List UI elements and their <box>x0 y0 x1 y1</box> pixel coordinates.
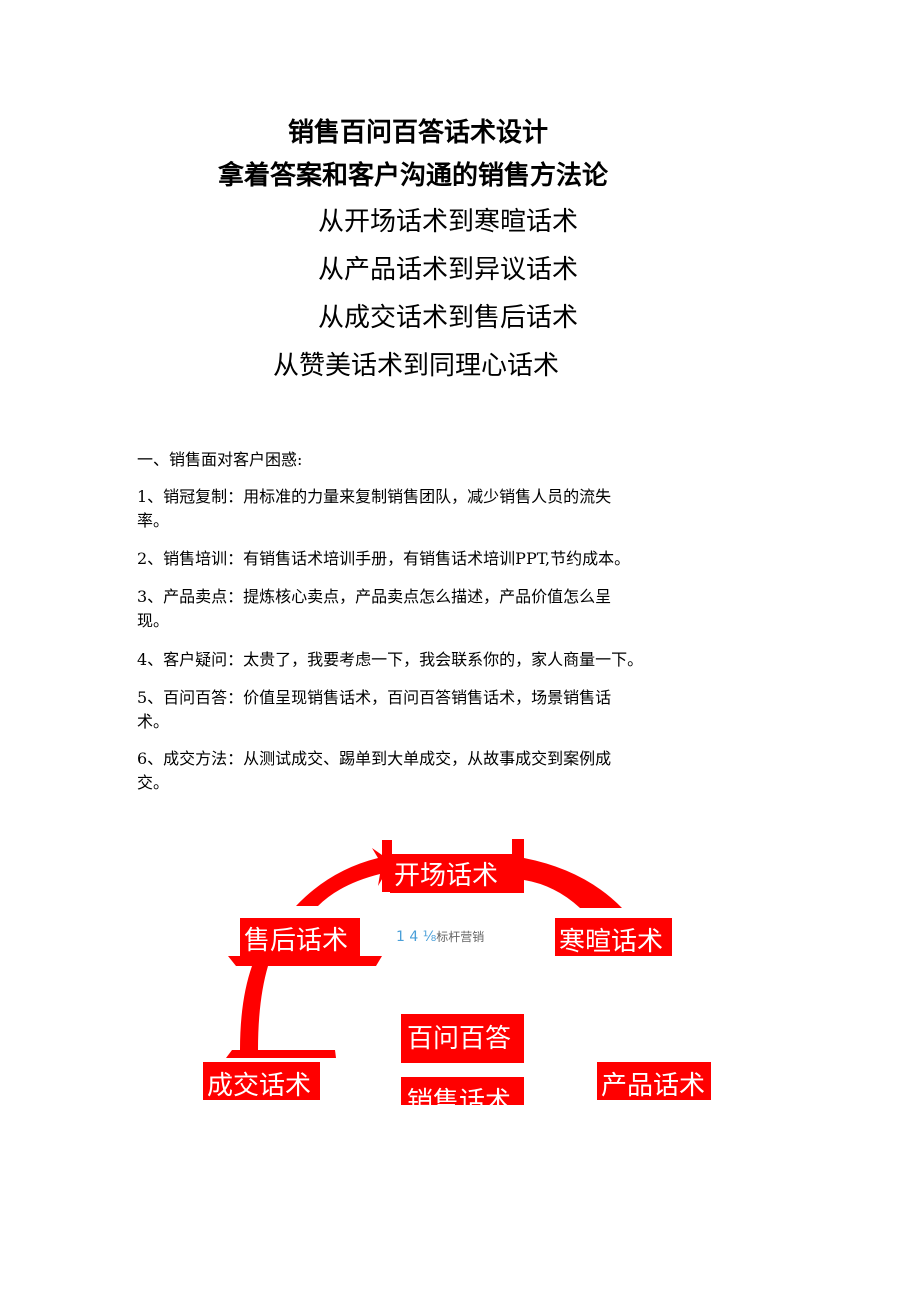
line: 3、产品卖点：提炼核心卖点，产品卖点怎么描述，产品价值怎么呈 <box>137 587 612 606</box>
watermark-text: 标杆营销 <box>436 930 485 944</box>
line: 率。 <box>137 511 170 530</box>
subline: 从赞美话术到同理心话术 <box>273 351 560 381</box>
subline: 从产品话术到异议话术 <box>318 255 579 285</box>
label-center: 百问百答 <box>401 1014 524 1063</box>
list-item: 6、成交方法：从测试成交、踢单到大单成交，从故事成交到案例成交。 <box>137 747 611 795</box>
line: 4、客户疑问：太贵了，我要考虑一下，我会联系你的，家人商量一下。 <box>137 650 644 669</box>
subline: 从开场话术到寒暄话术 <box>318 207 579 237</box>
list-item: 3、产品卖点：提炼核心卖点，产品卖点怎么描述，产品价值怎么呈现。 <box>137 585 611 633</box>
list-item: 4、客户疑问：太贵了，我要考虑一下，我会联系你的，家人商量一下。 <box>137 648 643 672</box>
label-open: 开场话术 <box>390 854 515 893</box>
line: 6、成交方法：从测试成交、踢单到大单成交，从故事成交到案例成 <box>137 749 612 768</box>
subline: 从成交话术到售后话术 <box>318 303 579 333</box>
watermark-number: 1 4 ⅛ <box>396 929 437 945</box>
line: 术。 <box>137 712 170 731</box>
watermark: 1 4 ⅛标杆营销 <box>396 928 484 945</box>
label-close: 成交话术 <box>203 1062 320 1100</box>
label-product: 产品话术 <box>597 1062 711 1100</box>
list-item: 5、百问百答：价值呈现销售话术，百问百答销售话术，场景销售话术。 <box>137 686 611 734</box>
line: 1、销冠复制：用标准的力量来复制销售团队，减少销售人员的流失 <box>137 487 612 506</box>
section-heading: 一、销售面对客户困惑: <box>137 450 303 469</box>
line: 交。 <box>137 773 170 792</box>
arrow-tail <box>512 839 524 893</box>
line: 5、百问百答：价值呈现销售话术，百问百答销售话术，场景销售话 <box>137 688 612 707</box>
arrow-left-side <box>226 956 382 1058</box>
arrow-tail <box>382 840 392 892</box>
label-greet: 寒暄话术 <box>555 918 672 956</box>
line: 现。 <box>137 611 170 630</box>
label-after: 售后话术 <box>240 918 360 956</box>
list-item: 2、销售培训：有销售话术培训手册，有销售话术培训PPT,节约成本。 <box>137 547 630 571</box>
arrow-left-top <box>296 848 392 906</box>
label-center2: 销售话术 <box>401 1077 524 1105</box>
title-1: 销售百问百答话术设计 <box>288 118 549 148</box>
arrow-right-top <box>524 858 622 908</box>
line: 2、销售培训：有销售话术培训手册，有销售话术培训PPT,节约成本。 <box>137 549 631 568</box>
title-2: 拿着答案和客户沟通的销售方法论 <box>218 161 609 191</box>
list-item: 1、销冠复制：用标准的力量来复制销售团队，减少销售人员的流失率。 <box>137 485 611 533</box>
